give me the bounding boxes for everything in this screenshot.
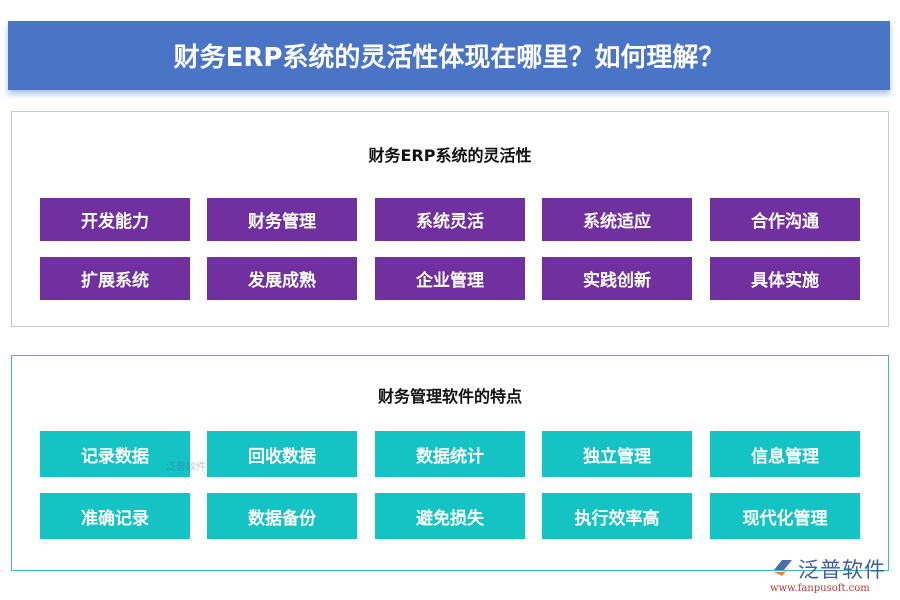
feature-box: 系统适应	[542, 198, 692, 241]
feature-box: 准确记录	[40, 493, 190, 539]
feature-box: 系统灵活	[375, 198, 525, 241]
feature-box: 开发能力	[40, 198, 190, 241]
watermark-logo: 泛普软件	[166, 462, 206, 473]
feature-box: 数据备份	[207, 493, 357, 539]
fanpu-logo: 泛普软件 www.fanpusoft.com	[770, 554, 895, 598]
feature-box: 合作沟通	[710, 198, 860, 241]
feature-box: 企业管理	[375, 257, 525, 300]
page-title: 财务ERP系统的灵活性体现在哪里？如何理解？	[8, 21, 890, 90]
feature-box: 实践创新	[542, 257, 692, 300]
feature-box: 执行效率高	[542, 493, 692, 539]
feature-box: 信息管理	[710, 431, 860, 477]
feature-box: 发展成熟	[207, 257, 357, 300]
feature-box: 记录数据	[40, 431, 190, 477]
feature-box: 回收数据	[207, 431, 357, 477]
section-title: 财务管理软件的特点	[377, 387, 522, 406]
logo-text: 泛普软件	[798, 558, 886, 582]
feature-box: 财务管理	[207, 198, 357, 241]
feature-box: 扩展系统	[40, 257, 190, 300]
feature-box: 独立管理	[542, 431, 692, 477]
logo-mark-icon	[774, 560, 792, 576]
section-title: 财务ERP系统的灵活性	[368, 146, 532, 165]
logo-url: www.fanpusoft.com	[770, 583, 870, 594]
feature-box: 数据统计	[375, 431, 525, 477]
feature-box: 避免损失	[375, 493, 525, 539]
feature-box: 具体实施	[710, 257, 860, 300]
feature-box: 现代化管理	[710, 493, 860, 539]
